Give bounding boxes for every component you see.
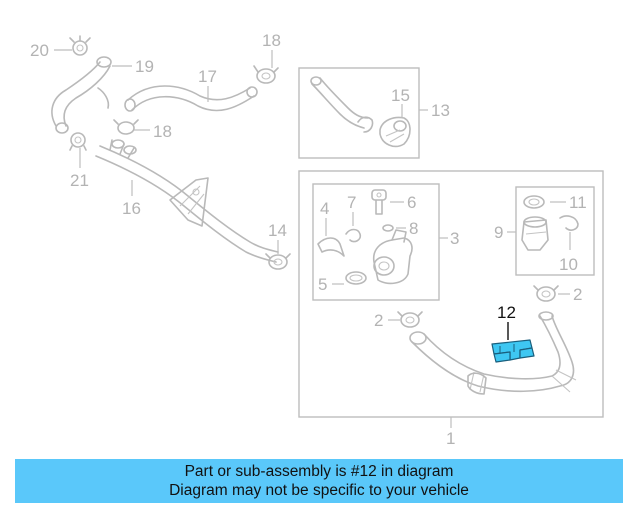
- clamp-2-left: [397, 311, 423, 328]
- callout-6: 6: [407, 193, 416, 212]
- group-box-13: [298, 67, 420, 159]
- hose-17: [124, 85, 258, 112]
- coolant-hose-1: [409, 311, 577, 395]
- banner-line-2: Diagram may not be specific to your vehi…: [169, 482, 469, 499]
- callout-7: 7: [347, 193, 356, 212]
- callout-19: 19: [135, 57, 154, 76]
- callout-20: 20: [30, 41, 49, 60]
- clip-7: [345, 228, 362, 243]
- gasket-4: [317, 237, 345, 257]
- callout-16: 16: [122, 199, 141, 218]
- sensor-6: [371, 189, 387, 215]
- group-box-9: [515, 186, 595, 276]
- clamp-14: [265, 253, 291, 270]
- callout-1: 1: [446, 429, 455, 448]
- pipe-16: [95, 139, 279, 263]
- callout-18-upper: 18: [262, 31, 281, 50]
- clamp-20: [69, 35, 91, 56]
- connector-15: [379, 116, 411, 148]
- callout-17: 17: [198, 67, 217, 86]
- callout-5: 5: [318, 275, 327, 294]
- callout-3: 3: [450, 229, 459, 248]
- callout-13: 13: [431, 101, 450, 120]
- banner-line-1: Part or sub-assembly is #12 in diagram: [184, 463, 454, 480]
- callout-21: 21: [70, 171, 89, 190]
- clamp-18-upper: [253, 65, 279, 84]
- callout-14: 14: [268, 221, 287, 240]
- seal-11: [523, 195, 545, 209]
- hose-19: [51, 56, 112, 127]
- oring-5: [345, 271, 367, 285]
- clip-10: [559, 215, 579, 231]
- callout-12: 12: [497, 303, 516, 322]
- thermostat-housing: [372, 229, 413, 285]
- clamp-21: [55, 122, 87, 151]
- valve-9: [521, 216, 549, 251]
- group-box-3: [312, 183, 440, 301]
- callout-18-lower: 18: [153, 122, 172, 141]
- info-banner: Part or sub-assembly is #12 in diagram D…: [15, 459, 623, 503]
- callout-11: 11: [569, 193, 587, 212]
- oring-8: [382, 224, 394, 232]
- callout-15: 15: [391, 86, 410, 105]
- hose-clamp-12[interactable]: [491, 339, 535, 363]
- clamp-18-lower: [113, 119, 139, 135]
- callout-8: 8: [409, 219, 418, 238]
- hose-13-assembly: [310, 76, 374, 133]
- callout-2-left: 2: [374, 311, 383, 330]
- parts-diagram: 20 19 18 17 18 21 16 14 15 13 1 3 4 7: [30, 31, 604, 448]
- callout-4: 4: [320, 199, 329, 218]
- callout-9: 9: [494, 223, 503, 242]
- callout-2-right: 2: [573, 285, 582, 304]
- callout-10: 10: [559, 255, 578, 274]
- clamp-2-right: [533, 285, 559, 302]
